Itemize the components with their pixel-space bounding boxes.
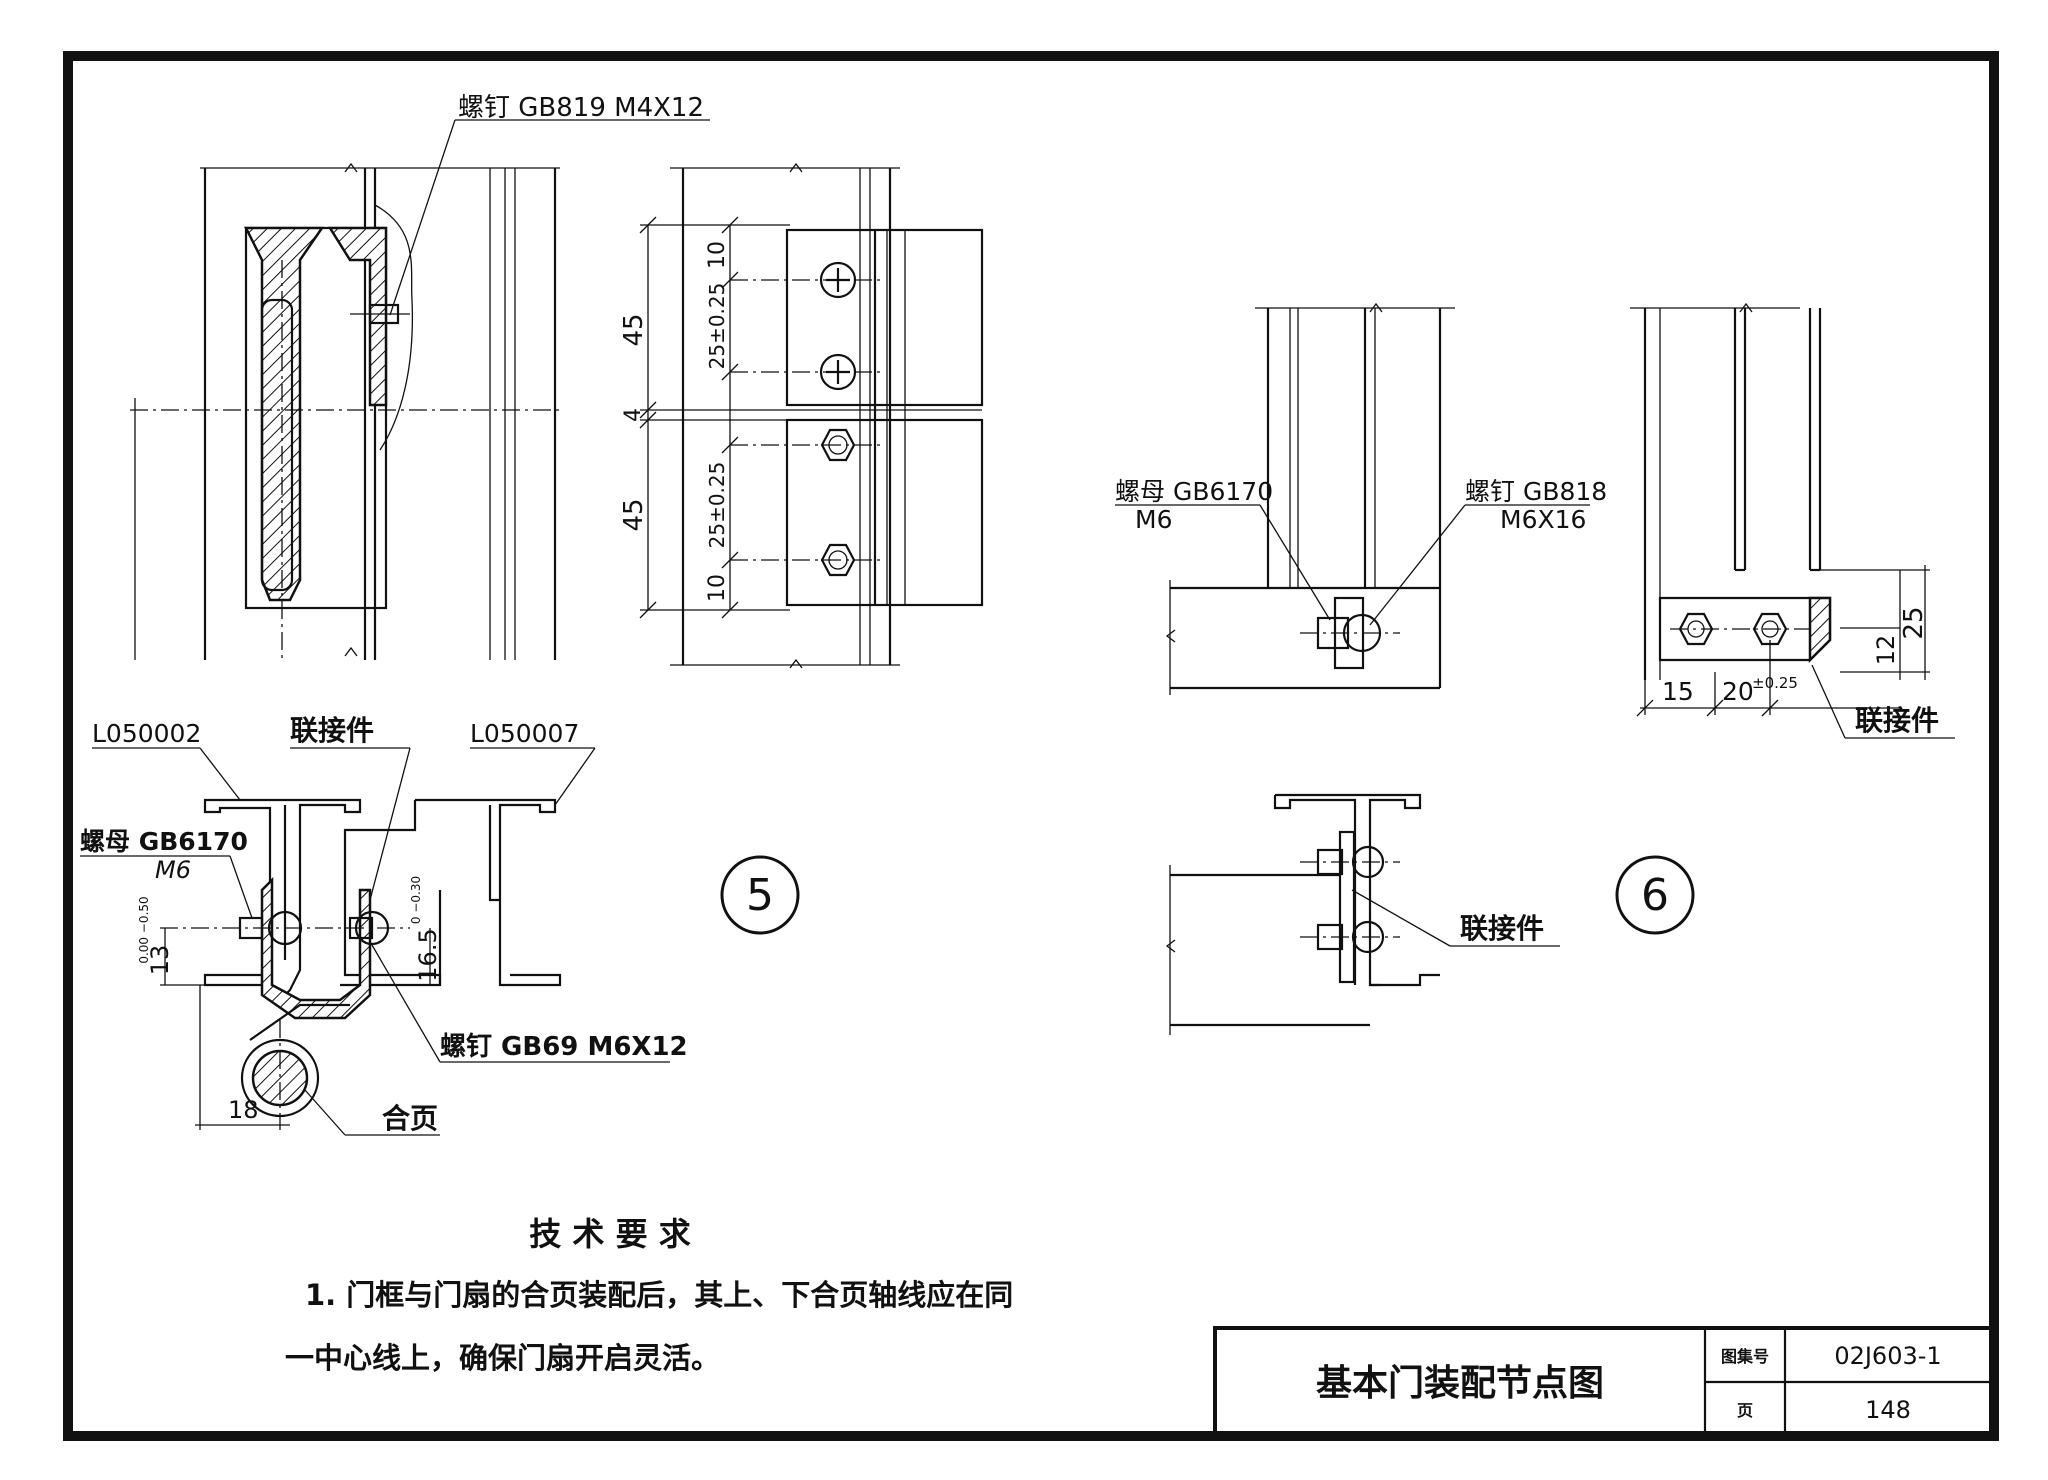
- label-screw-size-6: M6X16: [1500, 505, 1586, 534]
- title-block: [1213, 1326, 1996, 1438]
- dim-25-top: 25±0.25: [705, 283, 729, 370]
- detail-number-6-circle: [1615, 855, 1695, 935]
- label-connector-6-top: 联接件: [1855, 704, 1939, 737]
- label-profile-left: L050002: [92, 719, 201, 748]
- page-label: 页: [1737, 1401, 1753, 1420]
- requirements-title: 技 术 要 求: [529, 1215, 690, 1253]
- label-connector-6-bottom: 联接件: [1460, 912, 1544, 945]
- dim-13: 13: [146, 945, 174, 976]
- label-nut-5: 螺母 GB6170: [80, 827, 248, 856]
- detail5-plan-section: [160, 798, 562, 1130]
- dim-45-top: 45: [619, 313, 649, 346]
- atlas-no: 02J603-1: [1834, 1342, 1941, 1370]
- dim-16-5: 16.5: [414, 928, 442, 981]
- requirements-line-1: 1. 门框与门扇的合页装配后，其上、下合页轴线应在同: [305, 1278, 1013, 1312]
- label-screw-gb69: 螺钉 GB69 M6X12: [440, 1032, 688, 1062]
- dim-20-tol-6: ±0.25: [1752, 674, 1798, 692]
- dim-45-bottom: 45: [619, 498, 649, 531]
- dim-13-tol: 0.00 −0.50: [137, 896, 151, 963]
- label-nut-size-6: M6: [1135, 505, 1172, 534]
- detail6-elevation-right: [1630, 302, 1930, 717]
- detail5-side-elevation: [639, 162, 984, 669]
- dim-16-5-tol: 0 −0.30: [409, 876, 423, 924]
- label-profile-right: L050007: [470, 719, 579, 748]
- dim-20-6: 20: [1722, 677, 1754, 706]
- label-nut-size-5: M6: [155, 856, 191, 884]
- page-no: 148: [1865, 1396, 1911, 1424]
- dim-18: 18: [228, 1096, 259, 1124]
- detail6-elevation-left: [1165, 302, 1455, 695]
- requirements-line-2: 一中心线上，确保门扇开启灵活。: [285, 1341, 720, 1375]
- atlas-no-label: 图集号: [1721, 1347, 1769, 1366]
- label-hinge: 合页: [382, 1102, 438, 1135]
- detail-number-6: 6: [1641, 870, 1669, 921]
- dim-10-top: 10: [705, 241, 730, 269]
- dim-10-bottom: 10: [705, 574, 730, 602]
- label-screw-gb818: 螺钉 GB818: [1465, 477, 1607, 506]
- detail6-plan-section: [1165, 793, 1440, 1035]
- label-screw-gb819: 螺钉 GB819 M4X12: [458, 93, 704, 123]
- detail-number-5-circle: [720, 855, 800, 935]
- dim-15-6: 15: [1662, 677, 1694, 706]
- dim-25-bottom: 25±0.25: [705, 462, 729, 549]
- label-nut-6: 螺母 GB6170: [1115, 477, 1273, 506]
- dim-4: 4: [621, 408, 646, 422]
- dim-25-6: 25: [1899, 606, 1929, 639]
- dim-12-6: 12: [1872, 635, 1900, 666]
- detail-number-5: 5: [746, 870, 774, 921]
- detail5-hinge-elevation: [130, 162, 560, 660]
- label-connector-5: 联接件: [290, 714, 374, 747]
- drawing-border: [63, 51, 1999, 1441]
- title-block-title: 基本门装配节点图: [1316, 1363, 1604, 1404]
- leader-screw-top: [389, 119, 456, 316]
